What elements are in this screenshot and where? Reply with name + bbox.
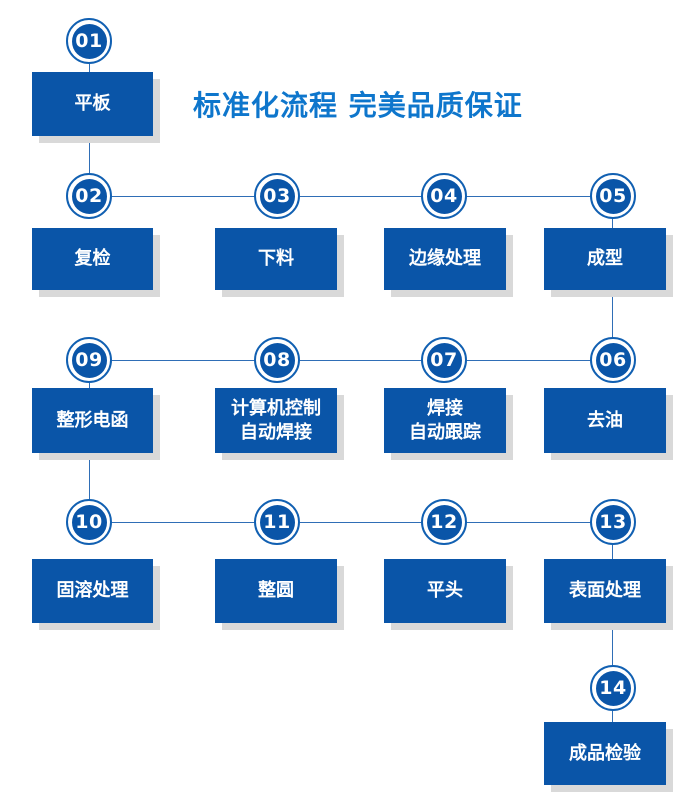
step-number: 06 bbox=[595, 342, 631, 378]
process-box-08: 计算机控制 自动焊接 bbox=[215, 388, 337, 453]
step-circle-06: 06 bbox=[590, 337, 636, 383]
step-circle-13: 13 bbox=[590, 499, 636, 545]
step-circle-08: 08 bbox=[254, 337, 300, 383]
process-box-11: 整圆 bbox=[215, 559, 337, 623]
step-number: 01 bbox=[71, 23, 107, 59]
process-box-02: 复检 bbox=[32, 228, 153, 290]
connector-line-10-13 bbox=[89, 522, 613, 523]
process-box-09: 整形电函 bbox=[32, 388, 153, 453]
step-number: 05 bbox=[595, 178, 631, 214]
process-box-06: 去油 bbox=[544, 388, 666, 453]
step-number: 12 bbox=[426, 504, 462, 540]
process-box-13: 表面处理 bbox=[544, 559, 666, 623]
step-number: 13 bbox=[595, 504, 631, 540]
process-box-05: 成型 bbox=[544, 228, 666, 290]
step-circle-01: 01 bbox=[66, 18, 112, 64]
step-circle-12: 12 bbox=[421, 499, 467, 545]
process-box-12: 平头 bbox=[384, 559, 506, 623]
step-number: 07 bbox=[426, 342, 462, 378]
step-circle-09: 09 bbox=[66, 337, 112, 383]
process-box-10: 固溶处理 bbox=[32, 559, 153, 623]
step-number: 08 bbox=[259, 342, 295, 378]
connector-line-06-09 bbox=[89, 360, 613, 361]
page-title: 标准化流程 完美品质保证 bbox=[193, 89, 523, 122]
step-number: 04 bbox=[426, 178, 462, 214]
step-number: 09 bbox=[71, 342, 107, 378]
step-circle-07: 07 bbox=[421, 337, 467, 383]
step-circle-03: 03 bbox=[254, 173, 300, 219]
process-box-01: 平板 bbox=[32, 72, 153, 136]
step-circle-14: 14 bbox=[590, 665, 636, 711]
step-circle-04: 04 bbox=[421, 173, 467, 219]
step-number: 14 bbox=[595, 670, 631, 706]
step-number: 11 bbox=[259, 504, 295, 540]
step-number: 10 bbox=[71, 504, 107, 540]
connector-line-02-05 bbox=[89, 196, 613, 197]
step-circle-11: 11 bbox=[254, 499, 300, 545]
step-circle-10: 10 bbox=[66, 499, 112, 545]
step-number: 02 bbox=[71, 178, 107, 214]
process-box-07: 焊接 自动跟踪 bbox=[384, 388, 506, 453]
process-box-03: 下料 bbox=[215, 228, 337, 290]
process-box-04: 边缘处理 bbox=[384, 228, 506, 290]
step-number: 03 bbox=[259, 178, 295, 214]
process-box-14: 成品检验 bbox=[544, 722, 666, 785]
step-circle-05: 05 bbox=[590, 173, 636, 219]
step-circle-02: 02 bbox=[66, 173, 112, 219]
